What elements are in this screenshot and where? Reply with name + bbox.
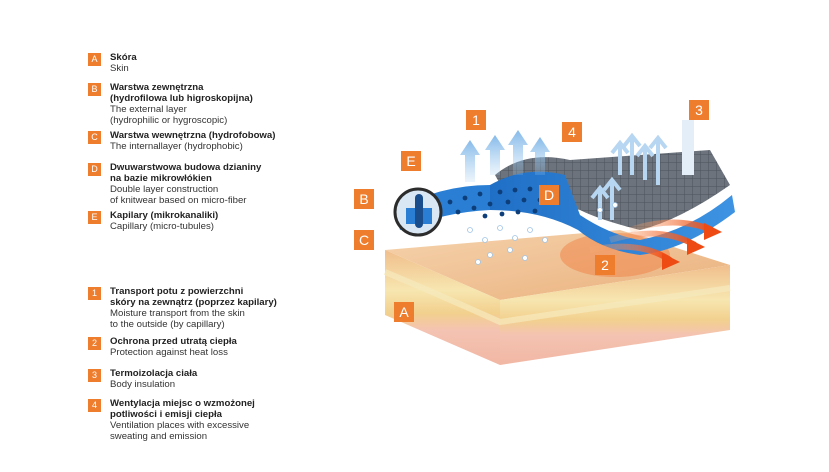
insulation-bar <box>682 120 694 175</box>
legend-badge: 2 <box>88 337 101 350</box>
legend-item-4: 4 Wentylacja miejsc o wzmożonej potliwoś… <box>88 398 255 442</box>
legend-title-en: The internallayer (hydrophobic) <box>110 141 243 152</box>
legend-badge: A <box>88 53 101 66</box>
legend-item-d: D Dwuwarstwowa budowa dzianiny na bazie … <box>88 162 261 206</box>
sweat-droplets <box>467 202 618 265</box>
capillary-magnifier <box>393 187 443 237</box>
legend-title-en: Protection against heat loss <box>110 347 228 358</box>
diagram-label-a: A <box>394 302 414 322</box>
legend-badge: 1 <box>88 287 101 300</box>
legend-item-b: B Warstwa zewnętrzna (hydrofilowa lub hi… <box>88 82 253 126</box>
legend-title-pl: Skóra <box>110 52 137 63</box>
legend-title-en: Moisture transport from the skin to the … <box>110 308 245 330</box>
legend-title-pl: Wentylacja miejsc o wzmożonej potliwości… <box>110 398 255 420</box>
legend-title-en: Skin <box>110 63 129 74</box>
legend-badge: 4 <box>88 399 101 412</box>
legend-title-pl: Transport potu z powierzchni skóry na ze… <box>110 286 277 308</box>
heat-arrows <box>589 219 722 270</box>
legend-title-pl: Warstwa zewnętrzna (hydrofilowa lub higr… <box>110 82 253 104</box>
legend-badge: 3 <box>88 369 101 382</box>
legend-badge: D <box>88 163 101 176</box>
legend-title-en: Double layer construction of knitwear ba… <box>110 184 247 206</box>
legend-item-a: A Skóra Skin <box>88 52 137 74</box>
diagram-label-c: C <box>354 230 374 250</box>
skin-layer <box>383 230 731 365</box>
diagram-label-e: E <box>401 151 421 171</box>
diagram-label-d: D <box>539 185 559 205</box>
diagram-label-b: B <box>354 189 374 209</box>
legend-item-c: C Warstwa wewnętrzna (hydrofobowa) The i… <box>88 130 275 152</box>
diagram-label-1: 1 <box>466 110 486 130</box>
legend-badge: C <box>88 131 101 144</box>
moisture-arrows <box>460 130 550 182</box>
legend-title-en: The external layer (hydrophilic or hygro… <box>110 104 228 126</box>
legend-title-pl: Termoizolacja ciała <box>110 368 198 379</box>
legend-title-en: Capillary (micro-tubules) <box>110 221 214 232</box>
legend-title-pl: Kapilary (mikrokanaliki) <box>110 210 219 221</box>
fabric-diagram: E B C D A 1 4 3 2 <box>340 90 780 465</box>
diagram-label-3: 3 <box>689 100 709 120</box>
legend-item-2: 2 Ochrona przed utratą ciepła Protection… <box>88 336 237 358</box>
legend-title-en: Ventilation places with excessive sweati… <box>110 420 250 442</box>
fabric-illustration <box>383 120 735 365</box>
legend-title-en: Body insulation <box>110 379 176 390</box>
legend-title-pl: Warstwa wewnętrzna (hydrofobowa) <box>110 130 276 141</box>
legend-item-3: 3 Termoizolacja ciała Body insulation <box>88 368 197 390</box>
ventilation-arrows <box>590 132 668 220</box>
legend-item-e: E Kapilary (mikrokanaliki) Capillary (mi… <box>88 210 218 232</box>
legend-item-1: 1 Transport potu z powierzchni skóry na … <box>88 286 277 330</box>
legend-title-pl: Dwuwarstwowa budowa dzianiny na bazie mi… <box>110 162 262 184</box>
diagram-label-4: 4 <box>562 122 582 142</box>
legend-badge: E <box>88 211 101 224</box>
diagram-label-2: 2 <box>595 255 615 275</box>
legend-badge: B <box>88 83 101 96</box>
legend-title-pl: Ochrona przed utratą ciepła <box>110 336 237 347</box>
